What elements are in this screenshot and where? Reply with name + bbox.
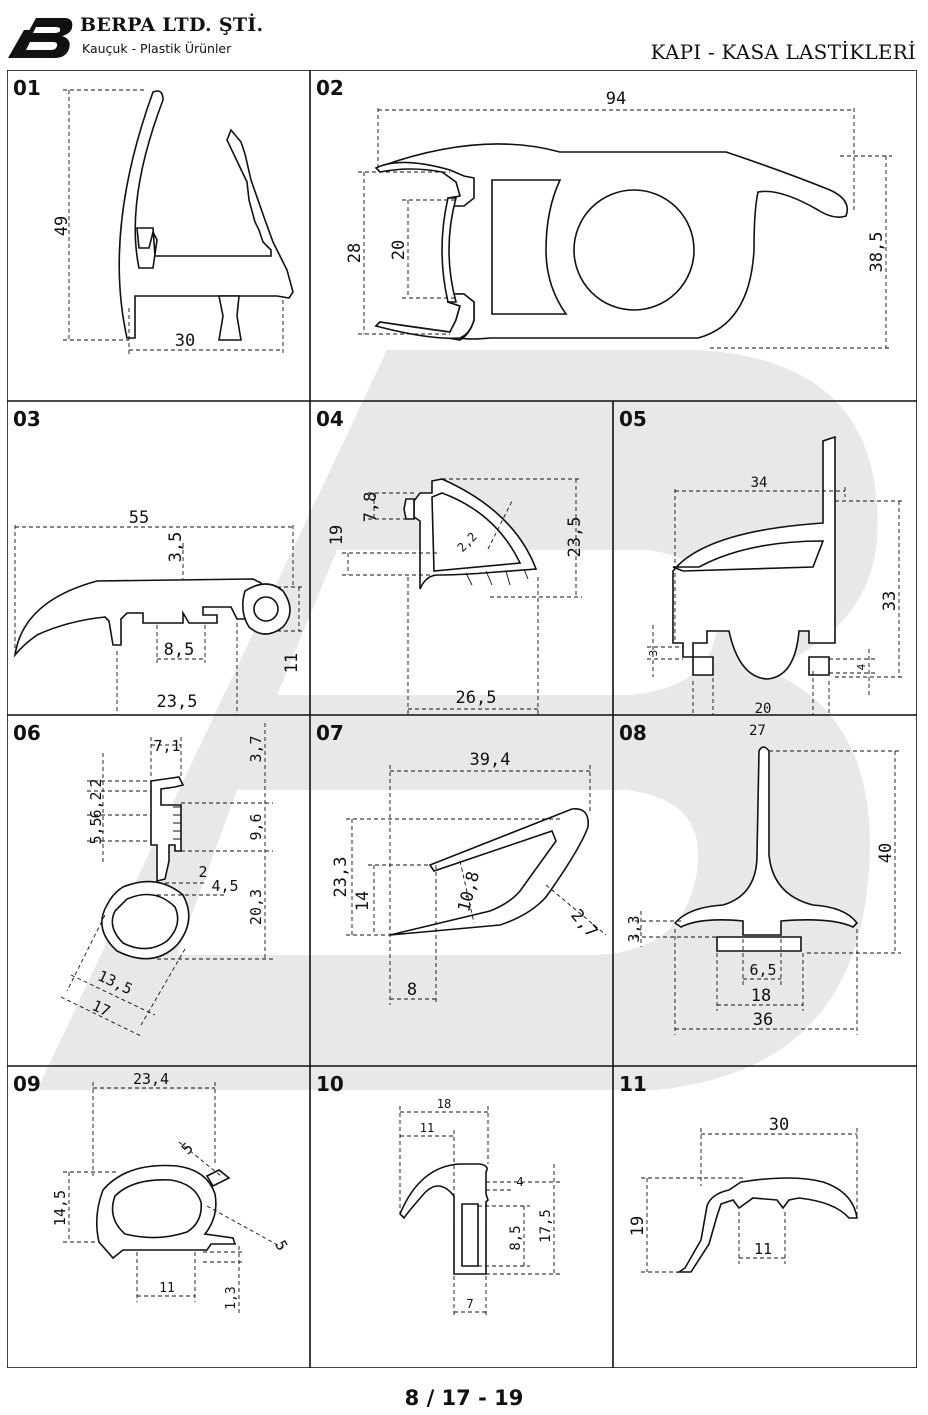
profile-number: 11 xyxy=(619,1072,647,1096)
profile-number: 01 xyxy=(13,76,41,100)
page-title: KAPI - KASA LASTİKLERİ xyxy=(650,40,916,64)
dim-label: 17 xyxy=(89,996,113,1020)
dim-label: 4,5 xyxy=(211,877,238,895)
dim-label: 7,8 xyxy=(361,492,381,523)
profile-number: 08 xyxy=(619,721,647,745)
dim-label: 7,1 xyxy=(153,737,180,755)
dim-label: 5 xyxy=(271,1237,291,1254)
company-tagline: Kauçuk - Plastik Ürünler xyxy=(82,41,232,56)
dim-label: 23,5 xyxy=(157,692,198,712)
profile-cell-04: 04 19 7,8 2,2 23,5 26,5 xyxy=(310,401,613,715)
profile-01-shape xyxy=(118,90,294,339)
dim-label: 5,5 xyxy=(87,817,105,844)
dim-label: 3 xyxy=(647,650,660,657)
profile-03-shape xyxy=(13,578,262,658)
dim-label: 11 xyxy=(282,653,302,673)
dim-label: 39,4 xyxy=(470,750,511,770)
profile-07-shape xyxy=(389,808,589,936)
dim-label: 23,5 xyxy=(565,517,585,558)
dim-label: 7 xyxy=(466,1297,473,1311)
dim-label: 1,3 xyxy=(224,1286,239,1309)
dim-label: 5 xyxy=(178,1139,197,1158)
dim-label: 34 xyxy=(751,475,768,491)
page-header: BERPA LTD. ŞTİ. Kauçuk - Plastik Ürünler… xyxy=(0,0,928,70)
company-name: BERPA LTD. ŞTİ. xyxy=(80,14,264,36)
profile-number: 05 xyxy=(619,407,647,431)
profile-cell-08: 08 40 3,3 6,5 18 36 xyxy=(613,715,917,1066)
dim-label: 2,7 xyxy=(566,906,601,942)
dim-label: 94 xyxy=(606,89,626,109)
dim-label: 20,3 xyxy=(247,889,265,925)
dim-label: 49 xyxy=(52,216,72,236)
dim-label: 28 xyxy=(345,243,365,263)
dim-label: 40 xyxy=(876,843,896,863)
profile-number: 04 xyxy=(316,407,344,431)
dim-label: 11 xyxy=(159,1281,175,1296)
dim-label: 3,3 xyxy=(625,915,643,942)
dim-label: 8 xyxy=(407,980,417,1000)
profile-cell-06: 06 7,1 3,7 2 6,2 xyxy=(7,715,310,1066)
dim-label: 10,8 xyxy=(454,869,484,914)
dim-label: 14,5 xyxy=(51,1190,69,1226)
profile-cell-09: 09 23,4 5 14,5 5 11 1,3 xyxy=(7,1066,310,1368)
dim-label: 2 xyxy=(87,778,105,787)
dim-label: 4 xyxy=(516,1175,523,1189)
profile-number: 10 xyxy=(316,1072,344,1096)
dim-label: 19 xyxy=(327,525,347,545)
profile-cell-07: 07 39,4 23,3 14 10,8 2,7 8 xyxy=(310,715,613,1066)
dim-label: 23,3 xyxy=(331,857,351,898)
dim-label: 11 xyxy=(754,1240,772,1258)
dim-label: 4 xyxy=(855,663,868,670)
dim-label: 6,2 xyxy=(87,791,105,818)
profile-grid: 01 49 30 02 xyxy=(7,70,917,1368)
dim-label: 14 xyxy=(353,891,373,911)
grid-background xyxy=(7,70,917,1368)
profile-cell-03: 03 55 3,5 8,5 23,5 11 xyxy=(7,401,310,715)
profile-number: 03 xyxy=(13,407,41,431)
dim-label: 30 xyxy=(175,331,195,351)
dim-label: 13,5 xyxy=(95,967,135,999)
profile-cell-05: 05 34 33 3 4 xyxy=(613,401,917,739)
dim-label: 3,5 xyxy=(166,532,186,563)
profile-cell-10: 10 18 11 4 17,5 8,5 7 xyxy=(310,1066,613,1368)
dim-label: 11 xyxy=(420,1121,434,1135)
dim-label: 36 xyxy=(753,1010,773,1030)
dim-label: 17,5 xyxy=(538,1209,554,1243)
profile-11-shape xyxy=(676,1177,858,1273)
dim-label: 19 xyxy=(628,1216,648,1236)
dim-label: 8,5 xyxy=(508,1225,524,1250)
dim-label: 55 xyxy=(129,508,149,528)
dim-label: 20 xyxy=(755,701,772,715)
dim-label: 27 xyxy=(749,723,766,739)
profile-06-shape xyxy=(150,776,185,883)
dim-label: 3,7 xyxy=(247,735,265,762)
profile-number: 09 xyxy=(13,1072,41,1096)
profile-number: 06 xyxy=(13,721,41,745)
dim-label: 8,5 xyxy=(164,640,195,660)
company-logo-icon xyxy=(8,18,73,58)
dim-label: 30 xyxy=(769,1115,789,1135)
dim-label: 2 xyxy=(198,863,207,881)
dim-label: 18 xyxy=(437,1097,451,1111)
profile-cell-11: 11 30 19 11 xyxy=(613,1066,917,1368)
profile-08-shape xyxy=(673,746,859,936)
dim-label: 6,5 xyxy=(749,961,776,979)
dim-label: 18 xyxy=(751,986,771,1006)
profile-cell-02: 02 94 28 20 38,5 xyxy=(310,70,917,401)
dim-label: 9,6 xyxy=(247,813,265,840)
page-number: 8 / 17 - 19 xyxy=(404,1386,524,1410)
profile-cell-01: 01 49 30 xyxy=(7,70,310,401)
profile-number: 02 xyxy=(316,76,344,100)
dim-label: 20 xyxy=(389,240,409,260)
dim-label: 33 xyxy=(880,591,900,611)
profile-number: 07 xyxy=(316,721,344,745)
dim-label: 26,5 xyxy=(456,688,497,708)
dim-label: 23,4 xyxy=(133,1070,169,1088)
dim-label: 38,5 xyxy=(867,232,887,273)
